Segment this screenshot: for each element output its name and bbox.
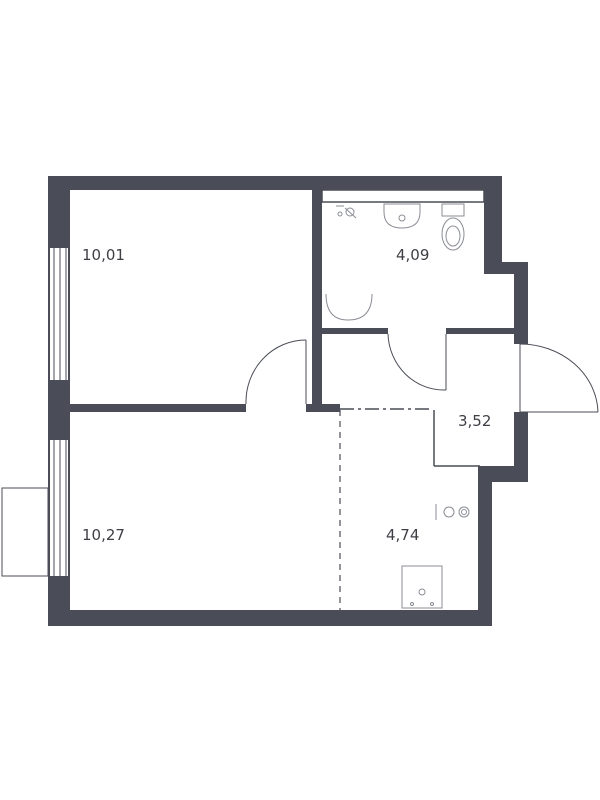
toilet-icon: [441, 203, 465, 251]
right-wall-jamb-top: [514, 262, 528, 344]
stove-icon: [435, 504, 470, 520]
room-labels: 10,01 4,09 3,52 10,27 4,74: [82, 246, 491, 544]
area-label-hallway: 3,52: [458, 412, 491, 430]
area-label-kitchen: 4,74: [386, 526, 419, 544]
bedroom-door-swing: [245, 339, 307, 405]
window-living-room: [50, 440, 68, 576]
doors: [245, 333, 599, 413]
bathroom-door-swing: [387, 333, 447, 391]
windows: [50, 248, 68, 576]
shower-icon: [336, 205, 357, 219]
entrance-door-swing: [519, 343, 599, 413]
kitchen-fixtures: [401, 504, 470, 609]
kitchen-divider: [339, 408, 432, 610]
bathroom-top-ledge: [321, 189, 485, 203]
top-wall: [48, 176, 502, 190]
interior-walls: [70, 189, 514, 467]
exterior-walls: [48, 176, 528, 626]
balcony: [1, 487, 49, 577]
kitchen-sink-icon: [401, 565, 443, 609]
right-wall-upper: [484, 176, 502, 274]
bedroom-living-wall-stub: [306, 404, 340, 412]
right-wall-lower: [478, 466, 492, 626]
bathroom-wall-right: [446, 328, 514, 334]
bathroom-wall-left: [322, 328, 388, 334]
bedroom-living-wall: [70, 404, 246, 412]
area-label-bathroom: 4,09: [396, 246, 429, 264]
window-bedroom: [50, 248, 68, 380]
right-wall-jamb-bottom: [514, 412, 528, 482]
area-label-bedroom: 10,01: [82, 246, 125, 264]
sink-icon: [383, 203, 421, 229]
shower-tray-icon: [325, 293, 373, 321]
bathroom-fixtures: [325, 203, 465, 321]
bottom-wall: [48, 610, 492, 626]
bedroom-bathroom-wall: [312, 190, 322, 412]
area-label-living-room: 10,27: [82, 526, 125, 544]
